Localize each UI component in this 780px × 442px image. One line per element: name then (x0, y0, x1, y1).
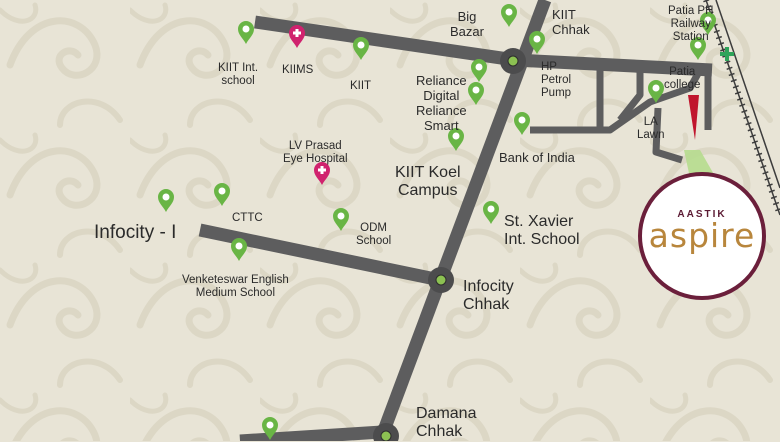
label-bank-of-india: Bank of India (499, 150, 575, 165)
pin-damana-area-map-pin-icon[interactable] (262, 417, 278, 440)
logo-brand-main: aspire (648, 216, 756, 255)
site-marker (688, 95, 699, 140)
pin-odm-school-map-pin-icon[interactable] (333, 208, 349, 231)
road-main-north-south (373, 0, 552, 441)
label-lv-prasad: LV Prasad Eye Hospital (283, 140, 348, 166)
label-cttc: CTTC (232, 212, 263, 224)
pin-kiit-map-pin-icon[interactable] (353, 37, 369, 60)
label-infocity-i: Infocity - I (94, 222, 177, 243)
pin-kiit-int-school-map-pin-icon[interactable] (238, 21, 254, 44)
label-reliance: Reliance Digital Reliance Smart (416, 73, 467, 133)
pin-reliance-smart-map-pin-icon[interactable] (468, 82, 484, 105)
pin-cttc-map-pin-icon[interactable] (214, 183, 230, 206)
road-damana-road (239, 425, 383, 441)
label-kiit: KIIT (350, 80, 372, 92)
pin-kiims-hospital-pin-icon[interactable] (289, 25, 305, 48)
pin-st-xavier-map-pin-icon[interactable] (483, 201, 499, 224)
label-st-xavier: St. Xavier Int. School (504, 213, 580, 249)
pin-patia-college-map-pin-icon[interactable] (690, 37, 706, 60)
junctions (373, 48, 526, 441)
site-beam (684, 150, 716, 178)
pin-kiit-koel-campus-map-pin-icon[interactable] (448, 128, 464, 151)
pin-infocity-i-map-pin-icon[interactable] (158, 189, 174, 212)
label-patia-railway-station: Patia PH Railway Station (668, 5, 714, 44)
logo-brand-top: AASTIK (677, 209, 727, 220)
pin-bank-of-india-map-pin-icon[interactable] (514, 112, 530, 135)
label-hp-petrol-pump: HP Petrol Pump (541, 61, 572, 100)
label-kiit-int-school: KIIT Int. school (218, 62, 259, 88)
label-odm-school: ODM School (356, 222, 392, 248)
pin-lv-prasad-hospital-pin-icon[interactable] (314, 162, 330, 185)
pin-la-lawn-map-pin-icon[interactable] (648, 80, 664, 103)
label-patia-college: Patia college (664, 66, 701, 92)
road-patia-road (514, 53, 713, 77)
label-kiit-chhak: KIIT Chhak (552, 7, 590, 37)
pin-reliance-digital-map-pin-icon[interactable] (471, 59, 487, 82)
pin-big-bazar-map-pin-icon[interactable] (501, 4, 517, 27)
label-kiims: KIIMS (282, 64, 314, 76)
pin-patia-railway-map-pin-icon[interactable] (700, 12, 716, 35)
pin-venketeswar-map-pin-icon[interactable] (231, 238, 247, 261)
label-venketeswar: Venketeswar English Medium School (182, 274, 289, 300)
pin-hp-petrol-pump-map-pin-icon[interactable] (529, 31, 545, 54)
railway-track (703, 0, 780, 216)
label-infocity-chhak: Infocity Chhak (463, 278, 514, 314)
label-big-bazar: Big Bazar (450, 9, 484, 39)
label-kiit-koel-campus: KIIT Koel Campus (395, 164, 461, 200)
label-damana-chhak: Damana Chhak (416, 405, 477, 441)
railway-cross-icon (720, 47, 734, 61)
label-la-lawn: LA Lawn (637, 116, 665, 142)
aastik-aspire-logo: AASTIK aspire (638, 172, 766, 300)
